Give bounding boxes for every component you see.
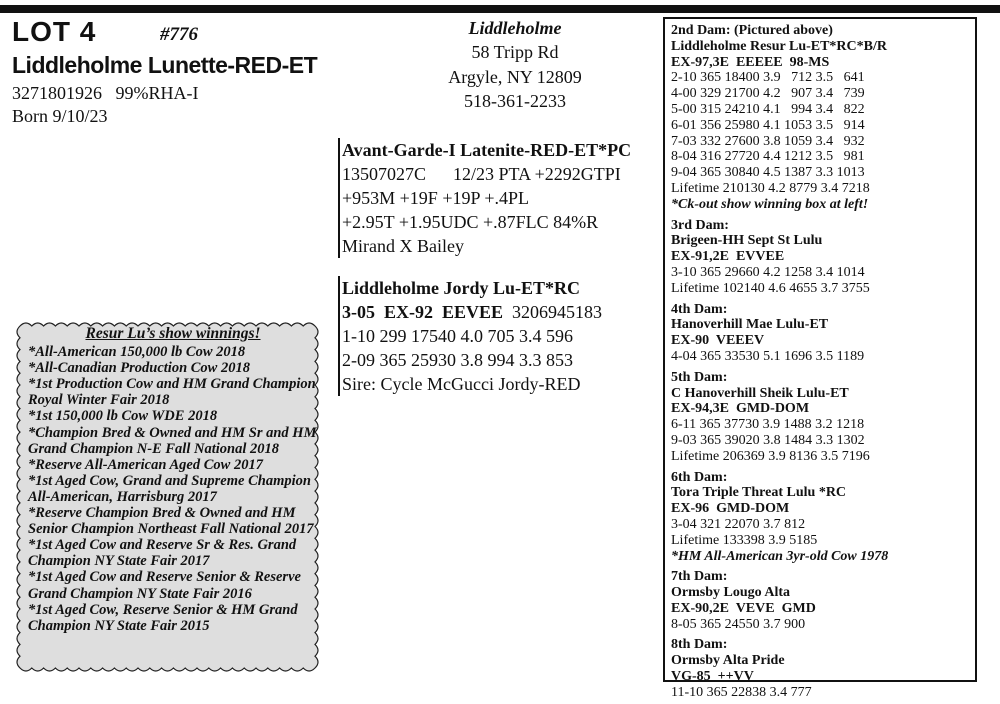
pedigree-record: Lifetime 206369 3.9 8136 3.5 7196	[671, 448, 870, 464]
dam-record: 2-09 365 25930 3.8 994 3.3 853	[342, 350, 573, 370]
pedigree-classification: EX-94,3E GMD-DOM	[671, 401, 810, 417]
pedigree-3rd-dam: 3rd Dam: Brigeen-HH Sept St Lulu EX-91,2…	[671, 218, 975, 297]
pedigree-box: 2nd Dam: (Pictured above) Liddleholme Re…	[663, 17, 977, 700]
pedigree-6th-dam: 6th Dam: Tora Triple Threat Lulu *RC EX-…	[671, 470, 975, 565]
pedigree-label: 7th Dam:	[671, 569, 728, 585]
show-winning-item: *Champion Bred & Owned and HM Sr and HM …	[28, 424, 317, 457]
pedigree-record: 9-04 365 30840 4.5 1387 3.3 1013	[671, 165, 865, 181]
dam-sire: Sire: Cycle McGucci Jordy-RED	[342, 374, 581, 394]
lot-number: #776	[160, 24, 198, 45]
dam-classification-line: 3-05 EX-92 EEVEE 3206945183	[342, 300, 602, 324]
dam-registration: 3206945183	[512, 302, 603, 322]
show-winning-item: *1st Production Cow and HM Grand Champio…	[28, 376, 316, 409]
animal-name: Liddleholme Lunette-RED-ET	[12, 52, 318, 78]
pedigree-4th-dam: 4th Dam: Hanoverhill Mae Lulu-ET EX-90 V…	[671, 302, 975, 365]
pedigree-8th-dam: 8th Dam: Ormsby Alta Pride VG-85 ++VV 11…	[671, 637, 975, 700]
pedigree-2nd-dam: 2nd Dam: (Pictured above) Liddleholme Re…	[671, 23, 975, 213]
show-winning-item: *1st Aged Cow, Reserve Senior & HM Grand…	[28, 601, 298, 634]
pedigree-record: 8-04 316 27720 4.4 1212 3.5 981	[671, 149, 865, 165]
pedigree-dam-name: Ormsby Lougo Alta	[671, 585, 791, 601]
pedigree-record: 4-04 365 33530 5.1 1696 3.5 1189	[671, 348, 865, 364]
pedigree-record: Lifetime 133398 3.9 5185	[671, 532, 818, 548]
show-winning-item: *Reserve Champion Bred & Owned and HM Se…	[28, 505, 314, 538]
pedigree-record: 3-10 365 29660 4.2 1258 3.4 1014	[671, 264, 865, 280]
scalloped-border	[16, 322, 319, 672]
pedigree-record: 5-00 315 24210 4.1 994 3.4 822	[671, 101, 865, 117]
pedigree-5th-dam: 5th Dam: C Hanoverhill Sheik Lulu-ET EX-…	[671, 370, 975, 465]
pedigree-classification: EX-91,2E EVVEE	[671, 249, 785, 265]
pedigree-record: Lifetime 102140 4.6 4655 3.7 3755	[671, 280, 870, 296]
pedigree-note: *HM All-American 3yr-old Cow 1978	[671, 548, 889, 564]
pedigree-record: 11-10 365 22838 3.4 777	[671, 684, 812, 700]
show-winnings-box: Resur Lu’s show winnings! *All-American …	[14, 320, 321, 674]
pedigree-dam-name: Brigeen-HH Sept St Lulu	[671, 233, 823, 249]
show-winning-item: *1st 150,000 lb Cow WDE 2018	[28, 408, 218, 425]
pedigree-record: 3-04 321 22070 3.7 812	[671, 516, 806, 532]
sire-info-line: 13507027C 12/23 PTA +2292GTPI	[342, 164, 621, 184]
show-winning-item: *1st Aged Cow, Grand and Supreme Champio…	[28, 472, 311, 505]
dam-name: Liddleholme Jordy Lu-ET*RC	[342, 278, 581, 298]
pedigree-dam-name: Liddleholme Resur Lu-ET*RC*B/R	[671, 38, 887, 54]
show-winnings-content: Resur Lu’s show winnings! *All-American …	[28, 325, 318, 634]
pedigree-7th-dam: 7th Dam: Ormsby Lougo Alta EX-90,2E VEVE…	[671, 569, 975, 632]
consignor-address-line2: Argyle, NY 12809	[448, 67, 582, 87]
show-winning-item: *Reserve All-American Aged Cow 2017	[28, 456, 263, 473]
show-winnings-title: Resur Lu’s show winnings!	[85, 325, 261, 342]
top-rule	[0, 5, 1000, 13]
birth-date: Born 9/10/23	[12, 106, 108, 126]
pedigree-classification: EX-90,2E VEVE GMD	[671, 600, 816, 616]
pedigree-dam-name: C Hanoverhill Sheik Lulu-ET	[671, 385, 849, 401]
show-winning-item: *1st Aged Cow and Reserve Sr & Res. Gran…	[28, 537, 297, 570]
pedigree-classification: EX-96 GMD-DOM	[671, 501, 790, 517]
pedigree-record: Lifetime 210130 4.2 8779 3.4 7218	[671, 180, 870, 196]
pedigree-record: 7-03 332 27600 3.8 1059 3.4 932	[671, 133, 865, 149]
sire-name: Avant-Garde-I Latenite-RED-ET*PC	[342, 140, 632, 160]
pedigree-dam-name: Ormsby Alta Pride	[671, 653, 785, 669]
pedigree-record: 8-05 365 24550 3.7 900	[671, 616, 806, 632]
sire-block: Avant-Garde-I Latenite-RED-ET*PC 1350702…	[338, 138, 631, 258]
pedigree-label: 3rd Dam:	[671, 217, 729, 233]
show-winning-item: *All-American 150,000 lb Cow 2018	[28, 344, 246, 361]
pedigree-label: 8th Dam:	[671, 637, 728, 653]
pedigree-label: 2nd Dam: (Pictured above)	[671, 23, 833, 38]
dam-block: Liddleholme Jordy Lu-ET*RC 3-05 EX-92 EE…	[338, 276, 602, 396]
pedigree-label: 6th Dam:	[671, 469, 728, 485]
pedigree-note: *Ck-out show winning box at left!	[671, 196, 869, 212]
pedigree-dam-name: Tora Triple Threat Lulu *RC	[671, 485, 847, 501]
pedigree-record: 6-01 356 25980 4.1 1053 3.5 914	[671, 117, 865, 133]
pedigree-record: 9-03 365 39020 3.8 1484 3.3 1302	[671, 432, 865, 448]
pedigree-classification: EX-90 VEEEV	[671, 333, 765, 349]
consignor-name: Liddleholme	[468, 18, 562, 38]
dam-classification: 3-05 EX-92 EEVEE	[342, 302, 504, 322]
pedigree-classification: EX-97,3E EEEEE 98-MS	[671, 54, 830, 70]
sire-info-line: Mirand X Bailey	[342, 236, 464, 256]
show-winning-item: *All-Canadian Production Cow 2018	[28, 360, 250, 377]
lot-label: LOT 4	[12, 16, 97, 47]
pedigree-label: 4th Dam:	[671, 301, 728, 317]
consignor-phone: 518-361-2233	[464, 91, 566, 111]
pedigree-record: 2-10 365 18400 3.9 712 3.5 641	[671, 70, 865, 86]
pedigree-label: 5th Dam:	[671, 369, 728, 385]
sire-info-line: +953M +19F +19P +.4PL	[342, 188, 529, 208]
show-winning-item: *1st Aged Cow and Reserve Senior & Reser…	[28, 569, 301, 602]
pedigree-classification: VG-85 ++VV	[671, 669, 754, 685]
sire-info-line: +2.95T +1.95UDC +.87FLC 84%R	[342, 212, 599, 232]
consignor-address-line1: 58 Tripp Rd	[471, 42, 559, 62]
dam-record: 1-10 299 17540 4.0 705 3.4 596	[342, 326, 573, 346]
pedigree-dam-name: Hanoverhill Mae Lulu-ET	[671, 317, 829, 333]
pedigree-record: 4-00 329 21700 4.2 907 3.4 739	[671, 86, 865, 102]
registration: 3271801926 99%RHA-I	[12, 83, 199, 103]
pedigree-record: 6-11 365 37730 3.9 1488 3.2 1218	[671, 417, 865, 433]
